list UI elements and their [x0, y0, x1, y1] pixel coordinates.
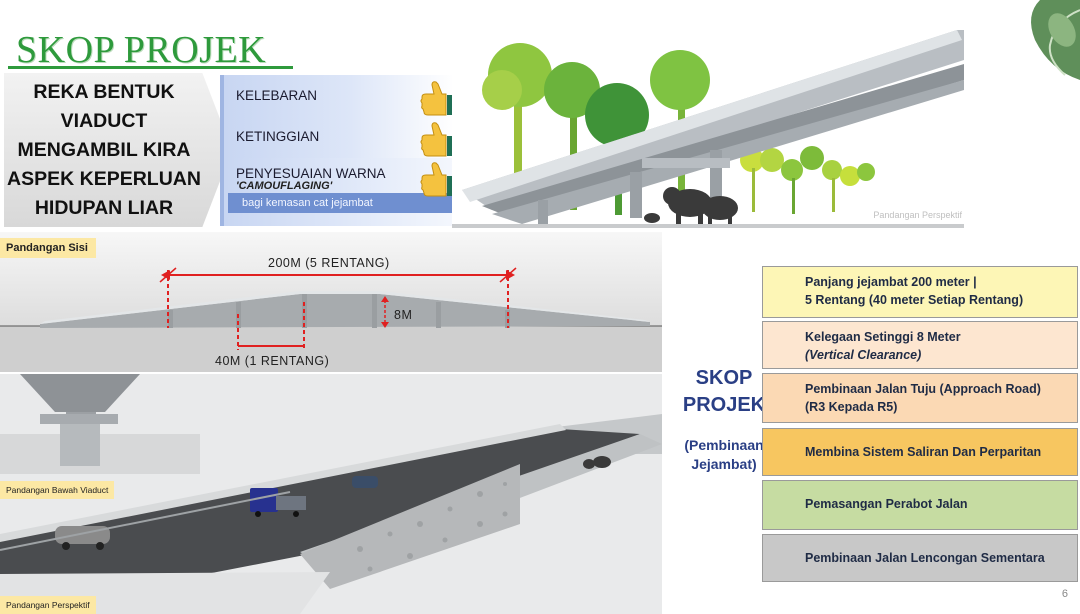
total-span-label: 200M (5 RENTANG): [268, 256, 390, 270]
scope-item-line: 5 Rentang (40 meter Setiap Rentang): [805, 293, 1024, 307]
scope-item-length: Panjang jejambat 200 meter | 5 Rentang (…: [762, 266, 1078, 318]
scope-item-line: Kelegaan Setinggi 8 Meter: [805, 330, 961, 344]
approach-road-perspective: [0, 374, 662, 614]
scope-item-temporary-diversion: Pembinaan Jalan Lencongan Sementara: [762, 534, 1078, 582]
scope-subtitle-line-1: (Pembinaan: [684, 437, 764, 453]
page-number: 6: [1061, 588, 1068, 600]
aspect-height: KETINGGIAN: [220, 116, 456, 160]
scope-item-road-furniture: Pemasangan Perabot Jalan: [762, 480, 1078, 530]
scope-title-line-1: SKOP: [695, 367, 753, 389]
perspective-view-tag: Pandangan Perspektif: [0, 596, 96, 614]
aspect-label: PENYESUAIAN WARNA: [236, 166, 386, 181]
side-view-diagram: [0, 267, 662, 372]
scope-item-line: Panjang jejambat 200 meter |: [805, 275, 977, 289]
aspect-label: KELEBARAN: [236, 88, 318, 103]
aspect-colour-adjustment: PENYESUAIAN WARNA 'CAMOUFLAGING' bagi ke…: [220, 158, 456, 226]
scope-title-line-2: PROJEK: [682, 394, 766, 416]
aspect-sub-label: 'CAMOUFLAGING': [236, 180, 333, 192]
aspect-width: KELEBARAN: [220, 75, 456, 119]
leaf-decoration-icon: [1031, 0, 1080, 80]
scope-item-line: Membina Sistem Saliran Dan Perparitan: [805, 445, 1042, 459]
thumbs-up-icon: [420, 162, 456, 197]
underside-view-tag: Pandangan Bawah Viaduct: [0, 481, 115, 499]
aspect-note: bagi kemasan cat jejambat: [228, 193, 452, 213]
scope-item-clearance: Kelegaan Setinggi 8 Meter (Vertical Clea…: [762, 321, 1078, 369]
top-image-caption: Pandangan Perspektif: [873, 210, 962, 220]
design-heading-chevron: REKA BENTUK VIADUCT MENGAMBIL KIRA ASPEK…: [4, 73, 232, 227]
clearance-label: 8M: [394, 308, 413, 322]
scope-item-approach-road: Pembinaan Jalan Tuju (Approach Road) (R3…: [762, 373, 1078, 423]
thumbs-up-icon: [420, 122, 456, 157]
scope-item-line: Pemasangan Perabot Jalan: [805, 497, 968, 511]
scope-subtitle-line-2: Jejambat): [691, 456, 757, 472]
scope-subtitle: (Pembinaan Jejambat): [674, 436, 774, 474]
scope-item-line: (R3 Kepada R5): [805, 400, 898, 414]
side-view-tag: Pandangan Sisi: [0, 238, 96, 258]
scope-item-drainage: Membina Sistem Saliran Dan Perparitan: [762, 428, 1078, 476]
design-heading: REKA BENTUK VIADUCT MENGAMBIL KIRA ASPEK…: [7, 80, 201, 219]
viaduct-perspective-illustration: [452, 20, 964, 228]
scope-title: SKOP PROJEK: [674, 365, 774, 419]
title-underline: [8, 66, 293, 69]
scope-item-line: Pembinaan Jalan Tuju (Approach Road): [805, 382, 1041, 396]
scope-item-line: (Vertical Clearance): [805, 348, 922, 362]
single-span-label: 40M (1 RENTANG): [215, 354, 330, 368]
scope-item-line: Pembinaan Jalan Lencongan Sementara: [805, 551, 1045, 565]
page-title: SKOP PROJEK: [16, 29, 267, 71]
thumbs-up-icon: [420, 81, 456, 116]
aspect-label: KETINGGIAN: [236, 129, 320, 144]
